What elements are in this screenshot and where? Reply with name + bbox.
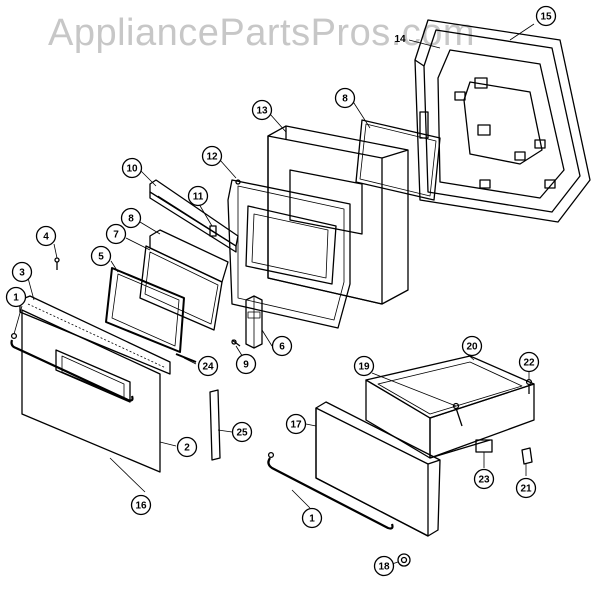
callout-1-lower: 1 xyxy=(301,507,323,529)
callout-6-label: 6 xyxy=(279,342,285,353)
callout-19: 19 xyxy=(353,355,375,377)
callout-25-label: 25 xyxy=(236,428,248,439)
part-10-bracket xyxy=(149,179,239,253)
part-13-outer-door-panel xyxy=(267,125,409,305)
callout-15: 15 xyxy=(535,5,557,27)
callout-15-label: 15 xyxy=(540,12,552,23)
callout-6: 6 xyxy=(271,335,293,357)
callout-13-label: 13 xyxy=(256,106,268,117)
part-3-door-trim xyxy=(19,295,171,375)
part-15-door-frame xyxy=(414,19,591,223)
callout-8-top: 8 xyxy=(334,87,356,109)
callout-8-middle: 8 xyxy=(120,207,142,229)
callout-5-label: 5 xyxy=(98,252,104,263)
callout-2-label: 2 xyxy=(184,443,190,454)
part-25-trim-strip xyxy=(209,389,221,461)
callout-23: 23 xyxy=(473,468,495,490)
callout-21-label: 21 xyxy=(520,484,532,495)
callout-7: 7 xyxy=(105,223,127,245)
part-17-drawer-front xyxy=(315,401,441,537)
part-8-glass-panel-top xyxy=(355,119,441,201)
callout-19-label: 19 xyxy=(358,362,370,373)
callout-1-upper: 1 xyxy=(5,286,27,308)
callout-23-label: 23 xyxy=(478,475,490,486)
callout-10-label: 10 xyxy=(126,164,138,175)
callout-14: 14 xyxy=(394,34,406,45)
part-1-handle-upper xyxy=(10,332,134,402)
callout-8-middle-label: 8 xyxy=(128,214,134,225)
callout-11: 11 xyxy=(187,185,209,207)
part-1-handle-lower xyxy=(267,451,394,530)
callout-10: 10 xyxy=(121,157,143,179)
part-4-screw xyxy=(54,257,60,270)
callout-17-label: 17 xyxy=(290,420,302,431)
leader-lines xyxy=(13,23,535,565)
part-12-door-liner xyxy=(227,179,351,329)
callout-8-top-label: 8 xyxy=(342,94,348,105)
callout-17: 17 xyxy=(285,413,307,435)
part-24-gasket xyxy=(175,353,197,363)
callout-16-label: 16 xyxy=(135,501,147,512)
callout-2: 2 xyxy=(176,436,198,458)
part-9-screw xyxy=(231,339,241,347)
callout-12: 12 xyxy=(201,145,223,167)
part-6-hinge xyxy=(245,295,263,349)
callout-18-label: 18 xyxy=(378,562,390,573)
part-7-glass-panel xyxy=(139,245,223,331)
callout-7-label: 7 xyxy=(113,230,119,241)
part-8-glass-panel-middle xyxy=(149,229,229,283)
part-16-outer-door xyxy=(21,309,161,473)
callout-9-label: 9 xyxy=(243,360,249,371)
part-21-drawer-stop xyxy=(521,447,533,465)
callout-24-label: 24 xyxy=(202,362,214,373)
callout-20: 20 xyxy=(461,335,483,357)
watermark-text: AppliancePartsPros.com xyxy=(48,12,476,54)
callout-4-label: 4 xyxy=(43,232,49,243)
callout-25: 25 xyxy=(231,421,253,443)
callout-11-label: 11 xyxy=(193,192,204,203)
callout-21: 21 xyxy=(515,477,537,499)
callout-22-label: 22 xyxy=(523,358,535,369)
callout-18: 18 xyxy=(373,555,395,577)
part-11-clip xyxy=(209,225,217,237)
callout-5: 5 xyxy=(90,245,112,267)
callout-13: 13 xyxy=(251,99,273,121)
callout-4: 4 xyxy=(35,225,57,247)
part-5-glass-panel xyxy=(105,267,185,353)
callout-16: 16 xyxy=(130,494,152,516)
part-19-screw xyxy=(452,402,463,427)
callout-12-label: 12 xyxy=(206,152,218,163)
callout-3: 3 xyxy=(11,261,33,283)
callout-1-lower-label: 1 xyxy=(309,514,315,525)
callout-22: 22 xyxy=(518,351,540,373)
callout-9: 9 xyxy=(235,353,257,375)
callout-3-label: 3 xyxy=(19,268,25,279)
part-20-drawer xyxy=(365,355,535,459)
callout-24: 24 xyxy=(197,355,219,377)
callout-1-upper-label: 1 xyxy=(13,293,19,304)
part-18-grommet xyxy=(397,553,411,567)
callout-14-label: 14 xyxy=(394,34,406,45)
callout-20-label: 20 xyxy=(466,342,478,353)
